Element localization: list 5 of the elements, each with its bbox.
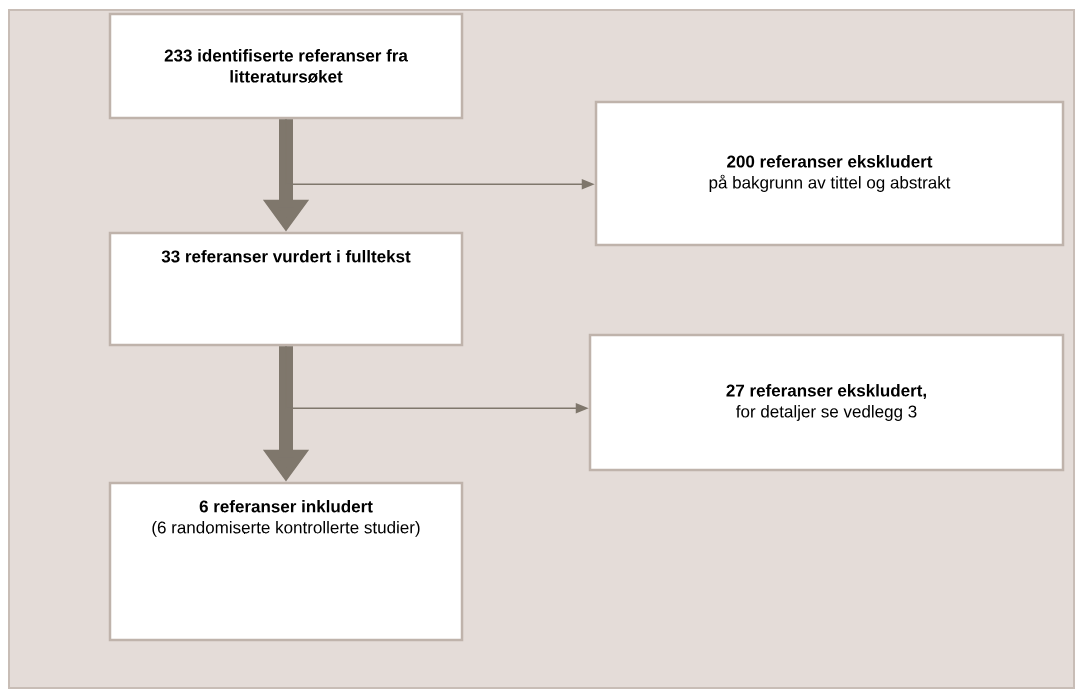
process-box: 200 referanser ekskludert på bakgrunn av tittel og abstrakt [594, 100, 1065, 247]
process-box: 27 referanser ekskludert, for detaljer se vedlegg 3 [588, 333, 1065, 472]
process-box: 33 referanser vurdert i fulltekst [108, 231, 464, 347]
process-box: 6 referanser inkludert (6 randomiserte kontrollerte studier) [108, 481, 464, 642]
process-box: 233 identifiserte referanser fra litteratursøket [108, 12, 464, 120]
